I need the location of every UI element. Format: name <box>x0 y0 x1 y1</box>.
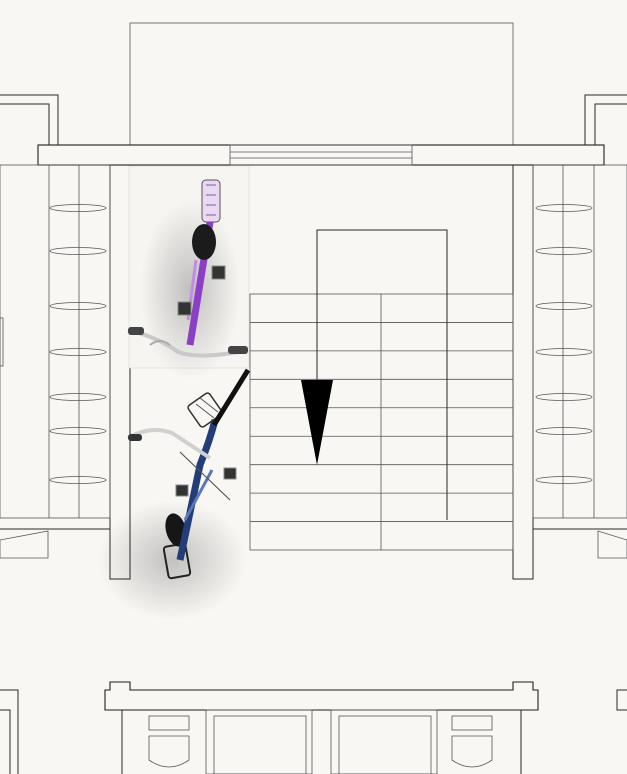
right-window-block <box>532 164 627 559</box>
window-sill <box>49 393 107 401</box>
window-sill <box>535 427 593 435</box>
window-sill <box>535 302 593 310</box>
right-window-sills <box>535 204 593 484</box>
left-upper-wall <box>0 94 59 145</box>
stair-treads <box>250 322 513 522</box>
window-sill <box>49 247 107 255</box>
left-window-block <box>0 164 111 559</box>
lower-entrance <box>0 681 627 774</box>
direction-arrow-icon <box>301 380 333 465</box>
left-window-sills <box>49 204 107 484</box>
window-sill <box>49 427 107 435</box>
bicycle-icon <box>127 165 250 380</box>
window-sill <box>49 204 107 212</box>
right-pilaster <box>512 165 534 580</box>
window-sill <box>535 393 593 401</box>
window-sill <box>535 476 593 484</box>
window-sill <box>535 348 593 356</box>
window-sill <box>49 476 107 484</box>
upper-canopy <box>129 22 514 146</box>
window-sill <box>535 247 593 255</box>
window-sill <box>535 204 593 212</box>
bicycle-icon <box>97 368 251 620</box>
stair <box>249 229 514 551</box>
left-pilaster <box>109 165 131 580</box>
lintel-beam <box>37 144 605 166</box>
window-sill <box>49 348 107 356</box>
right-upper-wall <box>584 94 627 145</box>
window-sill <box>49 302 107 310</box>
